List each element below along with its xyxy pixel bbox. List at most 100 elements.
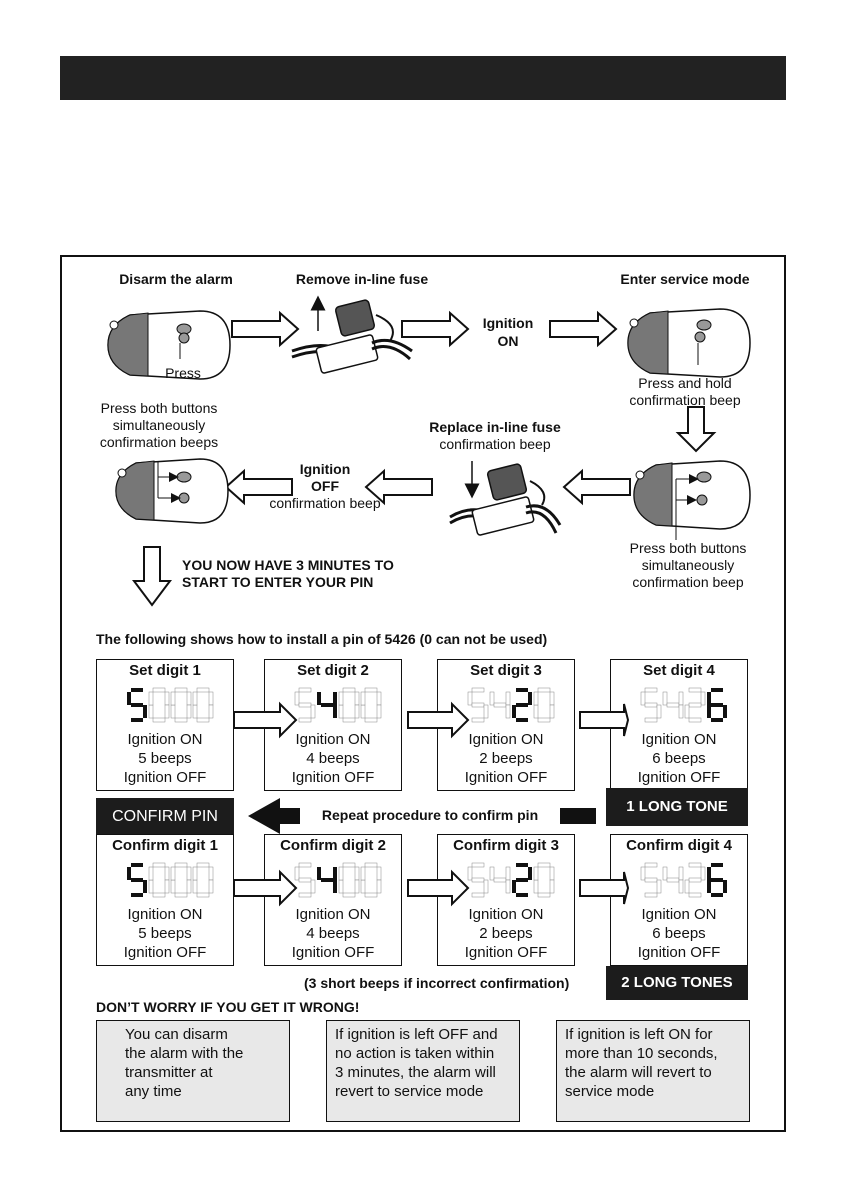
lcd-segment <box>294 866 300 881</box>
note-line: 3 minutes, the alarm will <box>335 1064 496 1081</box>
step-line: 2 beeps <box>479 925 533 942</box>
lcd-segment <box>127 867 131 880</box>
replace-fuse-title: Replace in-line fuse <box>429 419 561 435</box>
lcd-digit <box>467 687 489 723</box>
step-line: Ignition OFF <box>123 769 207 786</box>
lcd-digit <box>170 687 192 723</box>
lcd-segment <box>688 892 702 898</box>
note-line: revert to service mode <box>335 1083 484 1100</box>
lcd-segment <box>644 717 658 723</box>
lcd-segment <box>688 687 702 693</box>
flow-illustrations <box>107 295 751 607</box>
lcd-digit <box>192 687 214 723</box>
ignition-on-line2: ON <box>497 333 519 349</box>
right-arrow-icon <box>579 871 630 905</box>
ignition-off-line2: OFF <box>311 478 339 494</box>
step-line: 5 beeps <box>138 750 192 767</box>
lcd-segment <box>467 866 473 881</box>
press-both-left-line1: Press both buttons <box>100 400 218 416</box>
lcd-segment <box>505 704 511 719</box>
lcd-segment <box>684 704 690 719</box>
right-arrow-icon <box>407 869 470 907</box>
lcd-segment <box>298 687 312 693</box>
lcd-segment <box>549 879 555 894</box>
lcd-display <box>127 862 214 898</box>
note-box-2: If ignition is left OFF and no action is… <box>326 1020 520 1122</box>
lcd-segment <box>688 862 702 868</box>
lcd-segment <box>360 691 366 706</box>
lcd-segment <box>164 704 170 719</box>
remote-press-both-left-icon <box>115 458 229 524</box>
lcd-segment <box>170 879 176 894</box>
ignition-off-line1: Ignition <box>299 461 351 477</box>
lcd-digit <box>662 866 684 894</box>
lcd-segment <box>537 687 551 693</box>
lcd-segment <box>164 691 170 706</box>
step-line: Ignition ON <box>468 731 544 748</box>
lcd-digit <box>317 692 337 718</box>
lcd-segment <box>143 705 147 718</box>
lcd-segment <box>196 717 210 723</box>
lcd-segment <box>376 704 382 719</box>
set-digit-title: Set digit 2 <box>297 662 369 679</box>
note-box-3: If ignition is left ON for more than 10 … <box>556 1020 750 1122</box>
lcd-segment <box>342 892 356 898</box>
note-line: more than 10 seconds, <box>565 1045 718 1062</box>
lcd-segment <box>152 892 166 898</box>
lcd-segment <box>196 687 210 693</box>
lcd-segment <box>640 691 646 706</box>
lcd-segment <box>170 704 176 719</box>
lcd-segment <box>684 879 690 894</box>
lcd-segment <box>174 717 188 723</box>
step-line: Ignition OFF <box>123 944 207 961</box>
lcd-segment <box>723 705 727 718</box>
set-digit-title: Set digit 3 <box>470 662 542 679</box>
lcd-segment <box>186 866 192 881</box>
lcd-segment <box>537 862 551 868</box>
one-long-tone: 1 LONG TONE <box>606 788 748 826</box>
lcd-digit <box>512 863 532 897</box>
lcd-segment <box>471 717 485 723</box>
lcd-segment <box>707 880 711 893</box>
note-line: If ignition is left OFF and <box>335 1026 498 1043</box>
lcd-segment <box>711 893 723 897</box>
lcd-segment <box>354 879 360 894</box>
press-both-right-line1: Press both buttons <box>629 540 747 556</box>
lcd-segment <box>700 691 706 706</box>
confirm-row-arrows <box>233 869 630 907</box>
note-line: If ignition is left ON for <box>565 1026 713 1043</box>
lcd-digit <box>317 867 337 893</box>
lcd-segment <box>186 691 192 706</box>
flow-arrow-1-icon <box>231 310 300 348</box>
lcd-digit <box>294 862 316 898</box>
lcd-segment <box>489 691 495 706</box>
step-line: Ignition OFF <box>637 944 721 961</box>
lcd-segment <box>471 687 485 693</box>
lcd-segment <box>164 879 170 894</box>
lcd-segment <box>666 702 680 708</box>
lcd-segment <box>338 866 344 881</box>
enter-service-note1: Press and hold <box>638 375 732 391</box>
lcd-segment <box>196 862 210 868</box>
lcd-segment <box>533 691 539 706</box>
step-line: Ignition OFF <box>291 944 375 961</box>
lcd-segment <box>711 863 723 867</box>
lcd-digit <box>294 687 316 723</box>
note-line: You can disarm <box>125 1026 228 1043</box>
lcd-segment <box>143 880 147 893</box>
lcd-digit <box>170 862 192 898</box>
confirm-digit-title: Confirm digit 1 <box>112 837 218 854</box>
lcd-segment <box>170 691 176 706</box>
lcd-segment <box>688 717 702 723</box>
lcd-segment <box>483 879 489 894</box>
lcd-segment <box>516 703 528 707</box>
lcd-segment <box>148 866 154 881</box>
lcd-digit <box>640 687 662 723</box>
step-line: Ignition OFF <box>637 769 721 786</box>
lcd-digit <box>148 862 170 898</box>
set-row-arrows <box>233 701 630 739</box>
